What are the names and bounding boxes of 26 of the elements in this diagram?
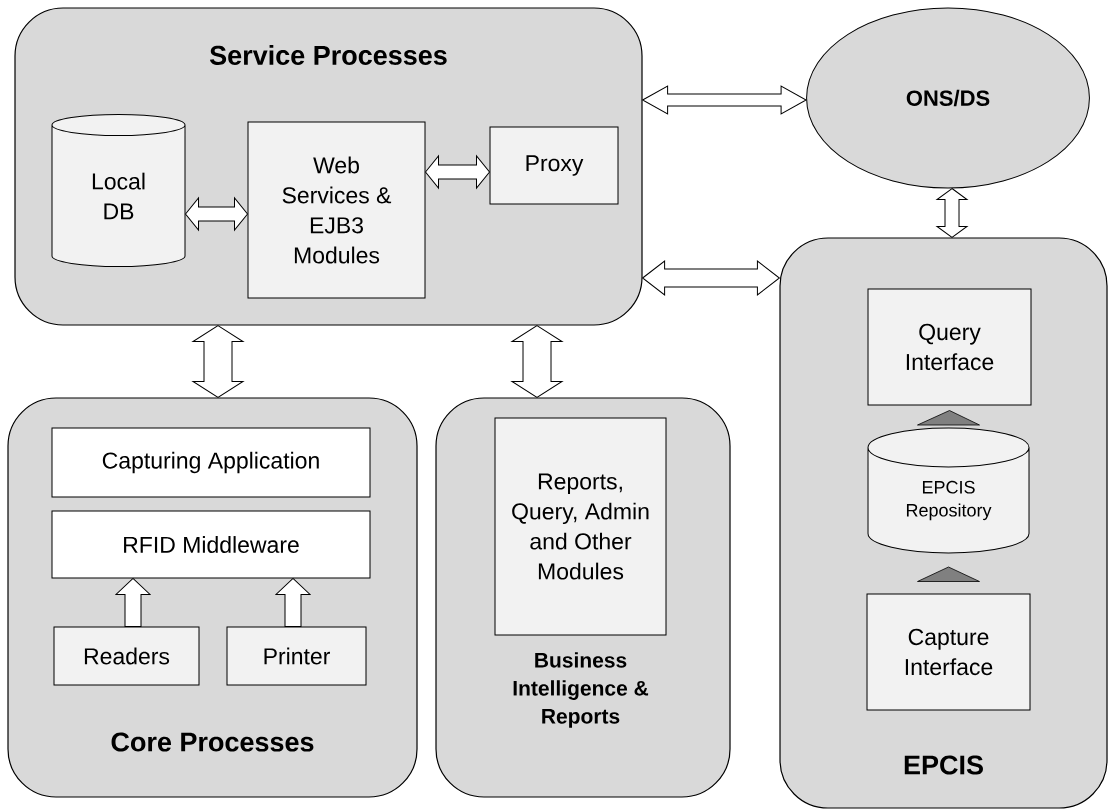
double-arrow: [425, 155, 490, 189]
process-box: Proxy: [489, 126, 619, 205]
double-arrow: [511, 325, 563, 398]
process-box: Readers: [53, 626, 200, 686]
double-arrow: [642, 260, 780, 296]
panel-title: Core Processes: [111, 732, 314, 752]
process-box: Capturing Application: [51, 427, 371, 498]
database-cylinder: Local DB: [51, 114, 186, 267]
triangle-arrow: [917, 566, 980, 582]
process-box: Reports, Query, Admin and Other Modules: [494, 417, 667, 636]
double-arrow: [192, 325, 244, 398]
process-box: Query Interface: [867, 288, 1032, 406]
panel-title: EPCIS: [904, 755, 983, 775]
panel-title: Business Intelligence & Reports: [513, 652, 649, 728]
triangle-arrow: [917, 410, 980, 426]
double-arrow: [185, 197, 248, 231]
double-arrow: [936, 188, 968, 238]
database-cylinder: EPCIS Repository: [867, 427, 1030, 554]
process-box: Web Services & EJB3 Modules: [247, 121, 426, 299]
process-box: RFID Middleware: [51, 510, 371, 579]
arrow: [275, 578, 311, 627]
double-arrow: [642, 85, 807, 115]
process-box: Capture Interface: [866, 593, 1031, 711]
panel-title: Service Processes: [209, 45, 447, 65]
process-box: Printer: [226, 626, 367, 686]
arrow: [115, 578, 151, 627]
